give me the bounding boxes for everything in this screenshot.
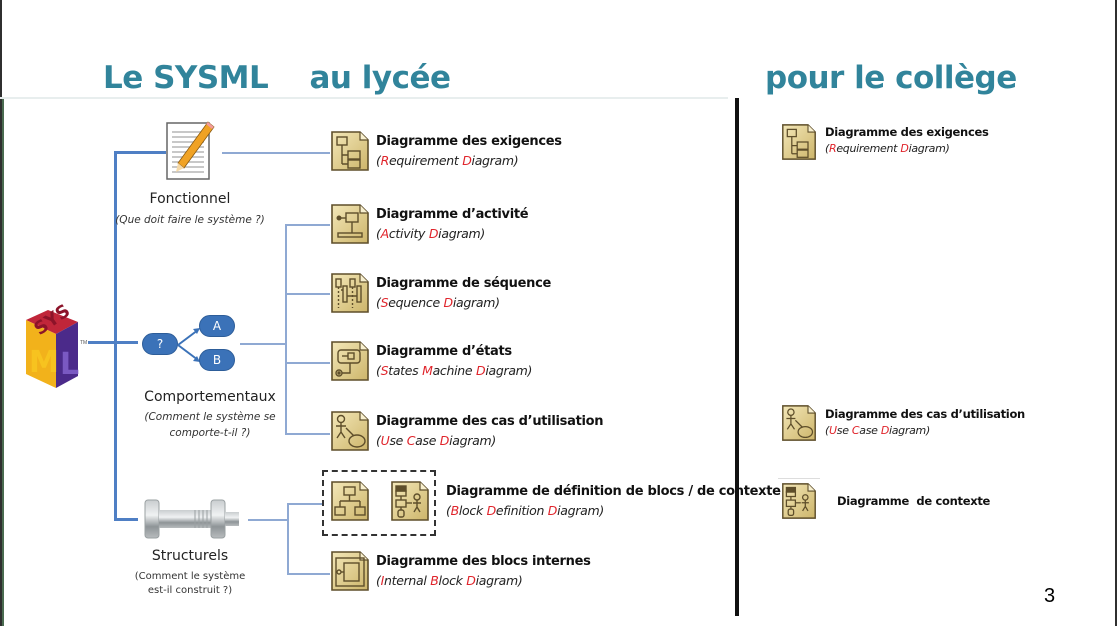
svg-text:M: M (29, 345, 59, 380)
connector-usecase (285, 433, 330, 435)
college-diagram-requirement-title: Diagramme des exigences (825, 125, 989, 139)
flow-decision-node: ? (142, 333, 178, 355)
flow-arrows-icon (177, 328, 200, 362)
flow-option-a: A (199, 315, 235, 337)
use-case-diagram-icon (781, 404, 817, 442)
context-diagram-icon (781, 482, 817, 520)
college-separator (778, 478, 820, 479)
college-diagram-requirement: Diagramme des exigences (Requirement Dia… (781, 123, 989, 161)
category-structurels-label: Structurels (151, 548, 229, 564)
page-number: 3 (1044, 585, 1056, 607)
diagram-use-case: Diagramme des cas d’utilisation (Use Cas… (330, 410, 604, 452)
connector-structurels (114, 518, 138, 521)
state-machine-diagram-icon (330, 340, 370, 382)
context-diagram-icon (390, 480, 430, 522)
diagram-internal-block-english: (Internal Block Diagram) (376, 573, 523, 588)
diagram-sequence: Diagramme de séquence (Sequence Diagram) (330, 272, 551, 314)
internal-block-diagram-icon (330, 550, 370, 592)
pencil-document-icon (166, 121, 215, 180)
use-case-diagram-icon (330, 410, 370, 452)
svg-text:TM: TM (80, 340, 87, 346)
diagram-block-definition: Diagramme de définition de blocs / de co… (446, 480, 781, 518)
title-college: pour le collège (765, 60, 1017, 96)
bdd-dashed-group (322, 470, 436, 536)
category-fonctionnel-label: Fonctionnel (149, 191, 231, 207)
college-diagram-context-title: Diagramme de contexte (837, 494, 991, 508)
title-sysml-text: Le SYSML (103, 60, 269, 96)
diagram-block-definition-title: Diagramme de définition de blocs / de co… (446, 484, 781, 499)
category-structurels-question-line2: est-il construit ?) (147, 585, 233, 596)
diagram-state-machine: Diagramme d’états (States Machine Diagra… (330, 340, 532, 382)
category-comportementaux-question-line2: comporte-t-il ?) (169, 427, 251, 439)
diagram-block-definition-english: (Block Definition Diagram) (446, 503, 604, 518)
diagram-state-machine-title: Diagramme d’états (376, 344, 512, 359)
connector-comportementaux (114, 341, 138, 344)
connector-fonctionnel-requirement (222, 152, 330, 154)
connector-fonctionnel (114, 151, 166, 154)
diagram-activity-title: Diagramme d’activité (376, 207, 529, 222)
bolt-nut-icon (144, 499, 239, 539)
connector-comportementaux-trunk (285, 224, 287, 434)
diagram-sequence-english: (Sequence Diagram) (376, 295, 500, 310)
category-fonctionnel-question: (Que doit faire le système ?) (115, 214, 265, 226)
connector-comportementaux-h (240, 343, 286, 345)
diagram-activity-english: (Activity Diagram) (376, 226, 485, 241)
diagram-requirement: Diagramme des exigences (Requirement Dia… (330, 130, 562, 172)
category-structurels-question-line1: (Comment le système (134, 571, 246, 582)
diagram-internal-block-title: Diagramme des blocs internes (376, 554, 591, 569)
image-border-left (2, 98, 4, 626)
title-lycee-text: au lycée (309, 60, 451, 96)
college-diagram-context: Diagramme de contexte (781, 482, 990, 520)
connector-bdd (287, 503, 323, 505)
college-diagram-use-case: Diagramme des cas d’utilisation (Use Cas… (781, 404, 1025, 442)
connector-activity (285, 224, 330, 226)
title-lycee: Le SYSML au lycée (103, 60, 451, 96)
svg-text:L: L (60, 347, 79, 382)
window-border-left (0, 0, 2, 626)
diagram-internal-block: Diagramme des blocs internes (Internal B… (330, 550, 591, 592)
diagram-state-machine-english: (States Machine Diagram) (376, 363, 533, 378)
connector-ibd (287, 573, 330, 575)
diagram-requirement-title: Diagramme des exigences (376, 134, 562, 149)
sequence-diagram-icon (330, 272, 370, 314)
activity-diagram-icon (330, 203, 370, 245)
college-diagram-use-case-title: Diagramme des cas d’utilisation (825, 407, 1025, 421)
vertical-divider (735, 98, 739, 616)
connector-logo (88, 341, 118, 344)
requirement-diagram-icon (781, 123, 817, 161)
category-comportementaux-question-line1: (Comment le système se (144, 411, 276, 423)
flow-option-b: B (199, 349, 235, 371)
diagram-activity: Diagramme d’activité (Activity Diagram) (330, 203, 529, 245)
sysml-logo-icon: SYS M L TM (26, 300, 87, 388)
connector-states (285, 362, 330, 364)
block-definition-diagram-icon (330, 480, 370, 522)
connector-structurels-h (248, 519, 288, 521)
diagram-requirement-english: (Requirement Diagram) (376, 153, 519, 168)
diagram-use-case-english: (Use Case Diagram) (376, 433, 496, 448)
image-top-edge (0, 97, 728, 99)
window-border-right (1115, 0, 1117, 626)
category-comportementaux-label: Comportementaux (144, 389, 276, 405)
connector-structurels-trunk (287, 503, 289, 574)
college-diagram-requirement-english: (Requirement Diagram) (825, 142, 950, 155)
diagram-use-case-title: Diagramme des cas d’utilisation (376, 414, 604, 429)
diagram-sequence-title: Diagramme de séquence (376, 276, 552, 291)
connector-sequence (285, 293, 330, 295)
connector-trunk (114, 151, 117, 521)
requirement-diagram-icon (330, 130, 370, 172)
college-diagram-use-case-english: (Use Case Diagram) (825, 424, 930, 437)
